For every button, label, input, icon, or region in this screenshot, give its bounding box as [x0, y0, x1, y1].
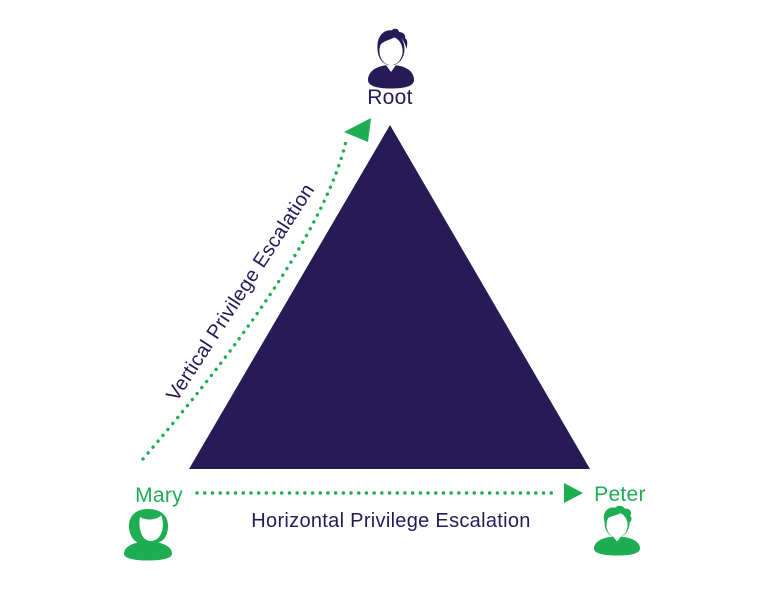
- peter-user-icon: [594, 505, 640, 556]
- mary-label: Mary: [135, 484, 183, 507]
- root-user-collar: [386, 65, 396, 72]
- mary-user-face: [139, 515, 163, 541]
- peter-user-face: [606, 512, 628, 538]
- mary-user-shoulders: [124, 541, 172, 561]
- root-user-shoulders: [368, 65, 414, 89]
- vertical-escalation-arrowhead-icon: [344, 118, 371, 142]
- root-label: Root: [367, 86, 413, 109]
- horizontal-escalation-label: Horizontal Privilege Escalation: [251, 510, 530, 532]
- horizontal-escalation-arrowhead-icon: [564, 483, 583, 503]
- mary-user-icon: [124, 509, 172, 561]
- root-user-face: [379, 36, 403, 66]
- root-user-hair: [377, 28, 408, 49]
- peter-label: Peter: [594, 483, 646, 506]
- peter-user-shoulders: [594, 536, 640, 556]
- root-user-icon: [368, 28, 414, 89]
- peter-user-collar: [613, 536, 621, 542]
- peter-user-hair: [603, 505, 632, 523]
- vertical-escalation-dotted-line: [141, 139, 348, 461]
- privilege-pyramid-shape: [189, 125, 590, 469]
